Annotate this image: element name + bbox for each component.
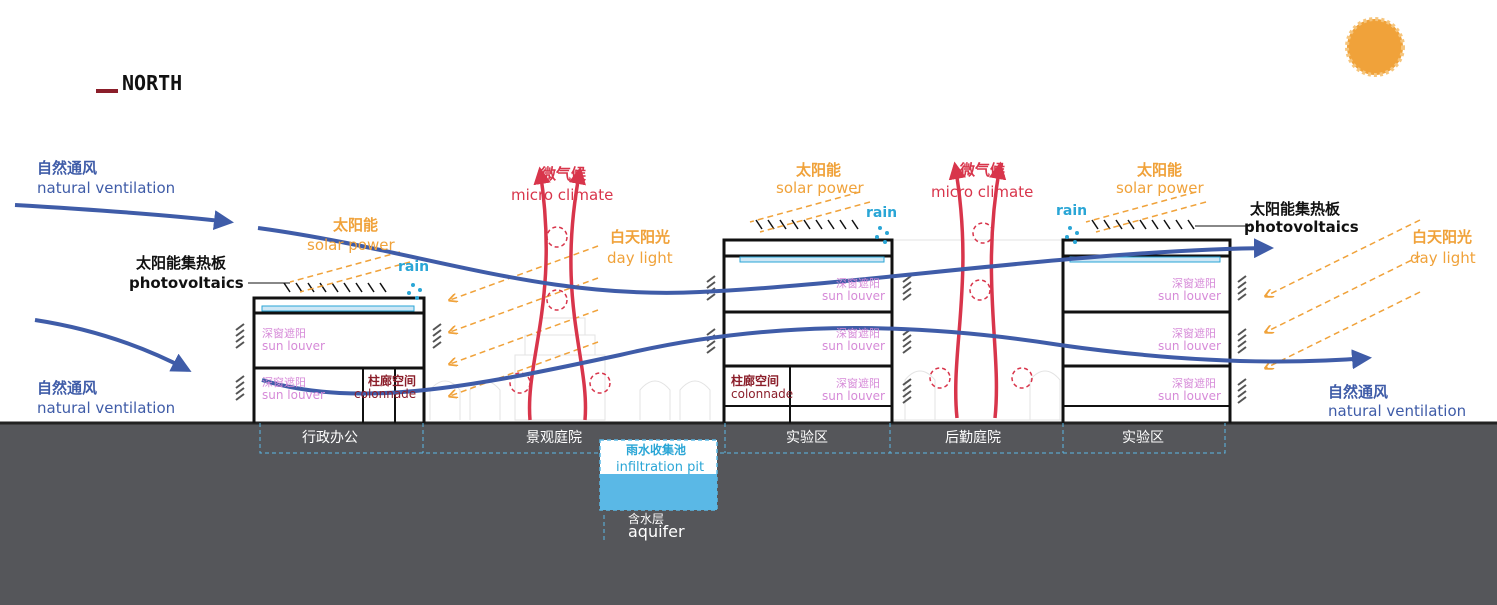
solar-power-1-zh: 太阳能: [333, 216, 379, 234]
micro-climate-2-zh: 微气候: [960, 161, 1006, 179]
colonnade-2-en: colonnade: [731, 387, 794, 401]
sun-louver-3-zh: 深窗遮阳: [836, 277, 880, 290]
ventilation-top-left-en: natural ventilation: [37, 179, 176, 197]
micro-climate-1-zh: 微气候: [541, 165, 587, 183]
ventilation-right-zh: 自然通风: [1328, 383, 1389, 401]
sun-louver-1-en: sun louver: [262, 339, 325, 353]
day-light-2-zh: 白天阳光: [1412, 228, 1473, 246]
photovoltaics-1-zh: 太阳能集热板: [136, 254, 227, 272]
sun-louver-2-en: sun louver: [262, 388, 325, 402]
sun-louver-1-zh: 深窗遮阳: [262, 327, 306, 340]
rain-label-3: rain: [1056, 203, 1088, 219]
micro-climate-flows: [527, 161, 1007, 421]
building-admin: [252, 296, 426, 423]
zone-admin: 行政办公: [302, 430, 358, 446]
aquifer-en: aquifer: [628, 522, 685, 541]
rain-drops: [407, 226, 1079, 300]
sun-louver-8-en: sun louver: [1158, 389, 1221, 403]
rain-label-1: rain: [398, 259, 430, 275]
sun-louver-5-en: sun louver: [822, 389, 885, 403]
building-lab-1: [722, 238, 894, 423]
ground: [0, 423, 1497, 605]
zone-lab-2: 实验区: [1122, 430, 1164, 446]
ventilation-flows: [14, 203, 1372, 396]
solar-power-3-en: solar power: [1116, 179, 1204, 197]
sun-louver-4-en: sun louver: [822, 339, 885, 353]
sun-louver-7-zh: 深窗遮阳: [1172, 327, 1216, 340]
ventilation-right-en: natural ventilation: [1328, 402, 1467, 420]
infiltration-en: infiltration pit: [616, 460, 705, 475]
zone-landscape-courtyard: 景观庭院: [526, 430, 582, 446]
sun-louver-2-zh: 深窗遮阳: [262, 376, 306, 389]
sunlight-rays: [289, 191, 1421, 396]
ventilation-bottom-left-zh: 自然通风: [37, 379, 98, 397]
day-light-1-en: day light: [607, 249, 673, 267]
ventilation-top-left-zh: 自然通风: [37, 159, 98, 177]
micro-climate-eddies: [509, 222, 1033, 394]
photovoltaics-2-en: photovoltaics: [1244, 218, 1359, 236]
micro-climate-1-en: micro climate: [511, 186, 614, 204]
north-label: NORTH: [122, 71, 183, 95]
day-light-1-zh: 白天阳光: [610, 228, 671, 246]
building-lab-2: [1061, 238, 1232, 423]
solar-power-2-zh: 太阳能: [796, 161, 842, 179]
zone-separators: [259, 423, 1226, 540]
photovoltaics-1-en: photovoltaics: [129, 274, 244, 292]
sun-louver-6-en: sun louver: [1158, 289, 1221, 303]
colonnade-2-zh: 柱廊空间: [731, 374, 780, 388]
aquifer-zh: 含水层: [628, 512, 665, 526]
north-bar: [96, 89, 118, 93]
colonnade-1-en: colonnade: [354, 387, 417, 401]
sun-louver-5-zh: 深窗遮阳: [836, 377, 880, 390]
zone-lab-1: 实验区: [786, 430, 828, 446]
sun-louver-7-en: sun louver: [1158, 339, 1221, 353]
solar-power-3-zh: 太阳能: [1137, 161, 1183, 179]
ventilation-bottom-left-en: natural ventilation: [37, 399, 176, 417]
louver-hatching: [235, 275, 1247, 404]
sun-louver-6-zh: 深窗遮阳: [1172, 277, 1216, 290]
infiltration-zh: 雨水收集池: [626, 443, 687, 457]
zone-service-courtyard: 后勤庭院: [945, 430, 1001, 446]
sun-louver-3-en: sun louver: [822, 289, 885, 303]
rain-label-2: rain: [866, 205, 898, 221]
sun-louver-8-zh: 深窗遮阳: [1172, 377, 1216, 390]
sun-icon: [1345, 17, 1405, 77]
micro-climate-2-en: micro climate: [931, 183, 1034, 201]
solar-power-1-en: solar power: [307, 236, 395, 254]
colonnade-1-zh: 柱廊空间: [368, 374, 417, 388]
photovoltaics-2-zh: 太阳能集热板: [1250, 200, 1341, 218]
photovoltaic-panels: [283, 219, 1195, 293]
sun-louver-4-zh: 深窗遮阳: [836, 327, 880, 340]
solar-power-2-en: solar power: [776, 179, 864, 197]
infiltration-pit: [599, 439, 718, 511]
day-light-2-en: day light: [1410, 249, 1476, 267]
